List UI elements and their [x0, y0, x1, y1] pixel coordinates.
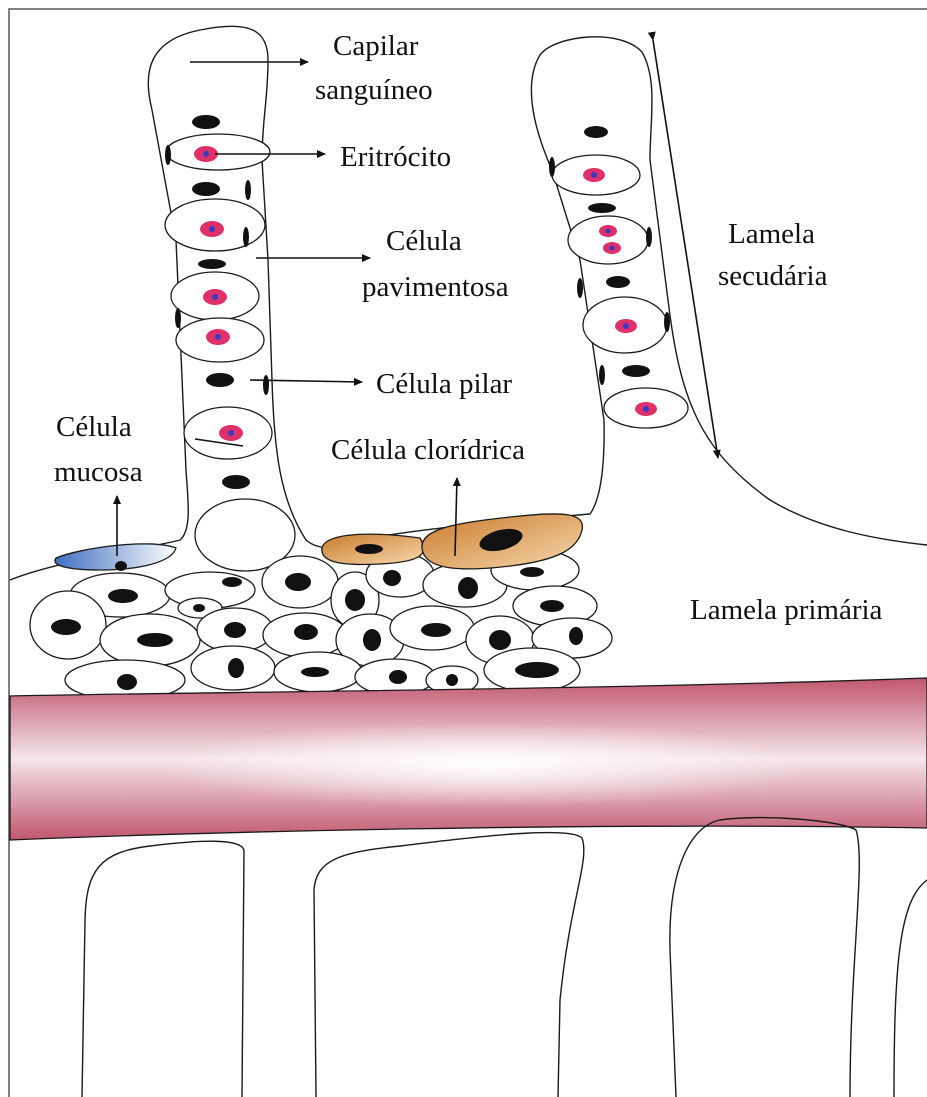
label-pavimentosa-line1: Célula: [386, 225, 462, 257]
label-secundaria-line2: secudária: [718, 260, 828, 292]
label-celula-pilar: Célula pilar: [376, 368, 512, 400]
label-lamela-primaria: Lamela primária: [690, 594, 883, 626]
label-secundaria-line1: Lamela: [728, 218, 815, 250]
label-pavimentosa-line2: pavimentosa: [362, 271, 509, 303]
label-eritrocito: Eritrócito: [340, 141, 451, 173]
label-mucosa-line1: Célula: [56, 411, 132, 443]
label-capilar-line2: sanguíneo: [315, 74, 433, 106]
primary-lamella-band: [10, 678, 927, 840]
lamella-outline: [10, 26, 927, 580]
label-mucosa-line2: mucosa: [54, 456, 143, 488]
right-lamella-cells: [549, 126, 688, 428]
label-celula-cloridrica: Célula clorídrica: [331, 434, 525, 466]
lower-tissue-blocks: [82, 818, 927, 1097]
mucous-cell: [55, 544, 176, 571]
label-capilar-line1: Capilar: [333, 30, 419, 62]
